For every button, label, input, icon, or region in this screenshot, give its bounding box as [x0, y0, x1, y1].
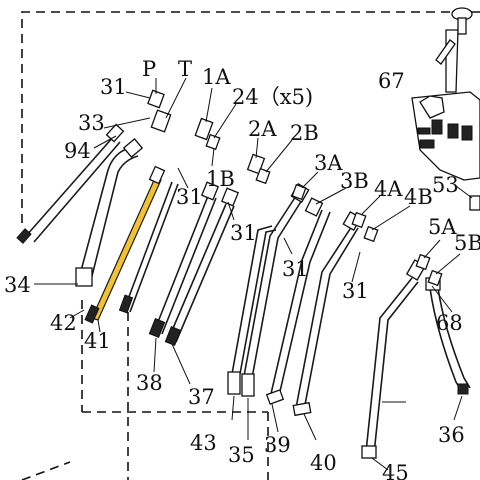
- hose-42: [75, 137, 144, 287]
- label-45: 45: [382, 461, 409, 480]
- label-1a: 1A: [202, 65, 231, 89]
- label-5a: 5A: [428, 215, 457, 239]
- label-31-b: 31: [176, 185, 203, 209]
- label-53: 53: [432, 173, 459, 197]
- label-5b: 5B: [454, 231, 480, 255]
- part-labels: 31 P T 1A 24（x5) 33 94 2A 2B 1B 31 67 3A…: [4, 57, 480, 480]
- label-34: 34: [4, 273, 31, 297]
- label-68: 68: [436, 311, 463, 335]
- hose-45: [361, 259, 427, 459]
- hose-38: [148, 181, 220, 338]
- label-36: 36: [438, 423, 465, 447]
- hose-36: [425, 277, 471, 395]
- label-4b: 4B: [404, 185, 433, 209]
- hose-40: [292, 211, 362, 417]
- label-31-e: 31: [342, 279, 369, 303]
- label-1b: 1B: [206, 167, 235, 191]
- label-3b: 3B: [340, 169, 369, 193]
- label-p: P: [142, 57, 156, 81]
- label-38: 38: [136, 371, 163, 395]
- label-3a: 3A: [314, 151, 343, 175]
- label-31: 31: [100, 75, 127, 99]
- hose-41: [118, 181, 179, 314]
- label-94: 94: [64, 139, 91, 163]
- label-41: 41: [84, 329, 111, 353]
- valve-block: [411, 7, 480, 181]
- label-37: 37: [188, 385, 215, 409]
- label-2a: 2A: [248, 117, 277, 141]
- hose-39: [265, 197, 331, 405]
- leader-lines: [34, 77, 473, 471]
- hose-34: [16, 123, 125, 244]
- hose-43: [227, 225, 277, 395]
- label-24-x5: 24（x5): [232, 85, 313, 109]
- label-67: 67: [378, 69, 405, 93]
- label-42: 42: [50, 311, 77, 335]
- label-31-d: 31: [282, 257, 309, 281]
- label-t: T: [178, 57, 192, 81]
- label-39: 39: [264, 433, 291, 457]
- fittings-top: [147, 89, 480, 287]
- label-2b: 2B: [290, 121, 319, 145]
- hose-35: [241, 183, 310, 397]
- hose-37: [164, 187, 240, 346]
- label-31-c: 31: [230, 221, 257, 245]
- label-35: 35: [228, 443, 255, 467]
- label-33: 33: [78, 111, 105, 135]
- label-40: 40: [310, 451, 337, 475]
- label-4a: 4A: [374, 177, 403, 201]
- label-43: 43: [190, 431, 217, 455]
- dashed-frame: [21, 11, 480, 480]
- highlighted-hose-41: [84, 165, 166, 324]
